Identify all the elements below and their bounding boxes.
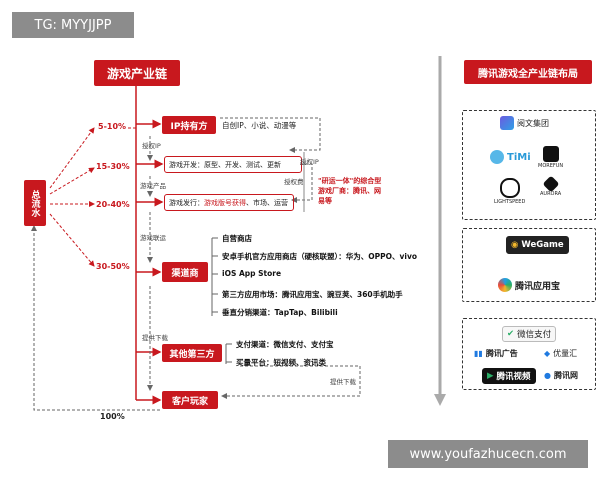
- edge-provide-download-1: 提供下载: [142, 334, 168, 342]
- yuewen-logo: 阅文集团: [500, 116, 549, 130]
- channel-item: 垂直分销渠道：TapTap、Bilibili: [222, 308, 338, 317]
- panel-content: [462, 110, 596, 220]
- appstore-icon: [498, 278, 512, 292]
- tengxunwang-icon: ●: [544, 371, 551, 380]
- edge-game-product: 游戏产品: [140, 182, 166, 190]
- percent-ip: 5-10%: [98, 122, 127, 131]
- edge-provide-download-2: 提供下载: [330, 378, 356, 386]
- tengxunwang-logo: ● 腾讯网: [544, 371, 578, 380]
- lightning-icon: [499, 178, 520, 198]
- wegame-icon: ◉: [511, 240, 519, 250]
- watermark-top-text: TG: MYYJJPP: [34, 17, 112, 33]
- game-publish-node: 游戏发行：游戏版号获得、市场、运营: [164, 194, 294, 211]
- channel-item: 第三方应用市场：腾讯应用宝、豌豆荚、360手机助手: [222, 290, 403, 299]
- watermark-bottom: www.youfazhucecn.com: [388, 440, 588, 468]
- percent-dev: 15-30%: [96, 162, 130, 171]
- player-node: 客户玩家: [162, 391, 218, 409]
- integration-note: "研运一体"的综合型游戏厂商：腾讯、网易等: [318, 177, 382, 205]
- wxpay-icon: ✔: [507, 329, 515, 339]
- yingyongbao-logo: 腾讯应用宝: [498, 278, 560, 292]
- morefun-logo: MOREFUN: [538, 146, 563, 169]
- edge-auth-ip-2: 授权IP: [300, 158, 319, 166]
- timi-logo: TiMi: [490, 150, 531, 164]
- percent-total: 100%: [100, 412, 125, 421]
- third-party-item: 支付渠道：微信支付、支付宝: [236, 340, 334, 349]
- channel-item: 安卓手机官方应用商店（硬核联盟）：华为、OPPO、vivo: [222, 252, 417, 261]
- guanggao-icon: ▮▮: [474, 349, 483, 358]
- aurora-logo: AURORA: [540, 175, 561, 197]
- channel-item: iOS App Store: [222, 269, 282, 278]
- ip-holder-desc: 自创IP、小说、动漫等: [222, 121, 297, 130]
- percent-pub: 20-40%: [96, 200, 130, 209]
- play-icon: ▶: [487, 371, 494, 381]
- cloud-icon: [490, 150, 504, 164]
- channel-item: 自营商店: [222, 234, 252, 243]
- youlianghui-icon: ◆: [544, 349, 551, 358]
- third-party-node: 其他第三方: [162, 344, 222, 362]
- edge-auth-fee: 授权费: [284, 178, 304, 186]
- tencent-title: 腾讯游戏全产业链布局: [464, 60, 592, 84]
- ip-holder-node: IP持有方: [162, 116, 216, 134]
- total-revenue-node: 总流水: [24, 180, 46, 226]
- percent-channel: 30-50%: [96, 262, 130, 271]
- wxpay-logo: ✔ 微信支付: [502, 326, 557, 342]
- wegame-logo: ◉ WeGame: [506, 236, 569, 254]
- youlianghui-logo: ◆ 优量汇: [544, 349, 578, 358]
- watermark-bottom-text: www.youfazhucecn.com: [409, 446, 567, 462]
- third-party-item: 买量平台：短视频、资讯类: [236, 358, 326, 367]
- game-dev-node: 游戏开发：原型、开发、测试、更新: [164, 156, 302, 173]
- aurora-icon: [542, 175, 560, 193]
- lightspeed-logo: LIGHTSPEED: [494, 178, 525, 205]
- channel-node: 渠道商: [162, 262, 208, 282]
- shipin-logo: ▶ 腾讯视频: [482, 368, 536, 384]
- watermark-top: TG: MYYJJPP: [12, 12, 134, 38]
- edge-game-link: 游戏联运: [140, 234, 166, 242]
- morefun-icon: [542, 146, 559, 162]
- edge-auth-ip-1: 授权IP: [142, 142, 161, 150]
- chain-title: 游戏产业链: [94, 60, 180, 86]
- guanggao-logo: ▮▮ 腾讯广告: [474, 349, 518, 358]
- yuewen-icon: [500, 116, 514, 130]
